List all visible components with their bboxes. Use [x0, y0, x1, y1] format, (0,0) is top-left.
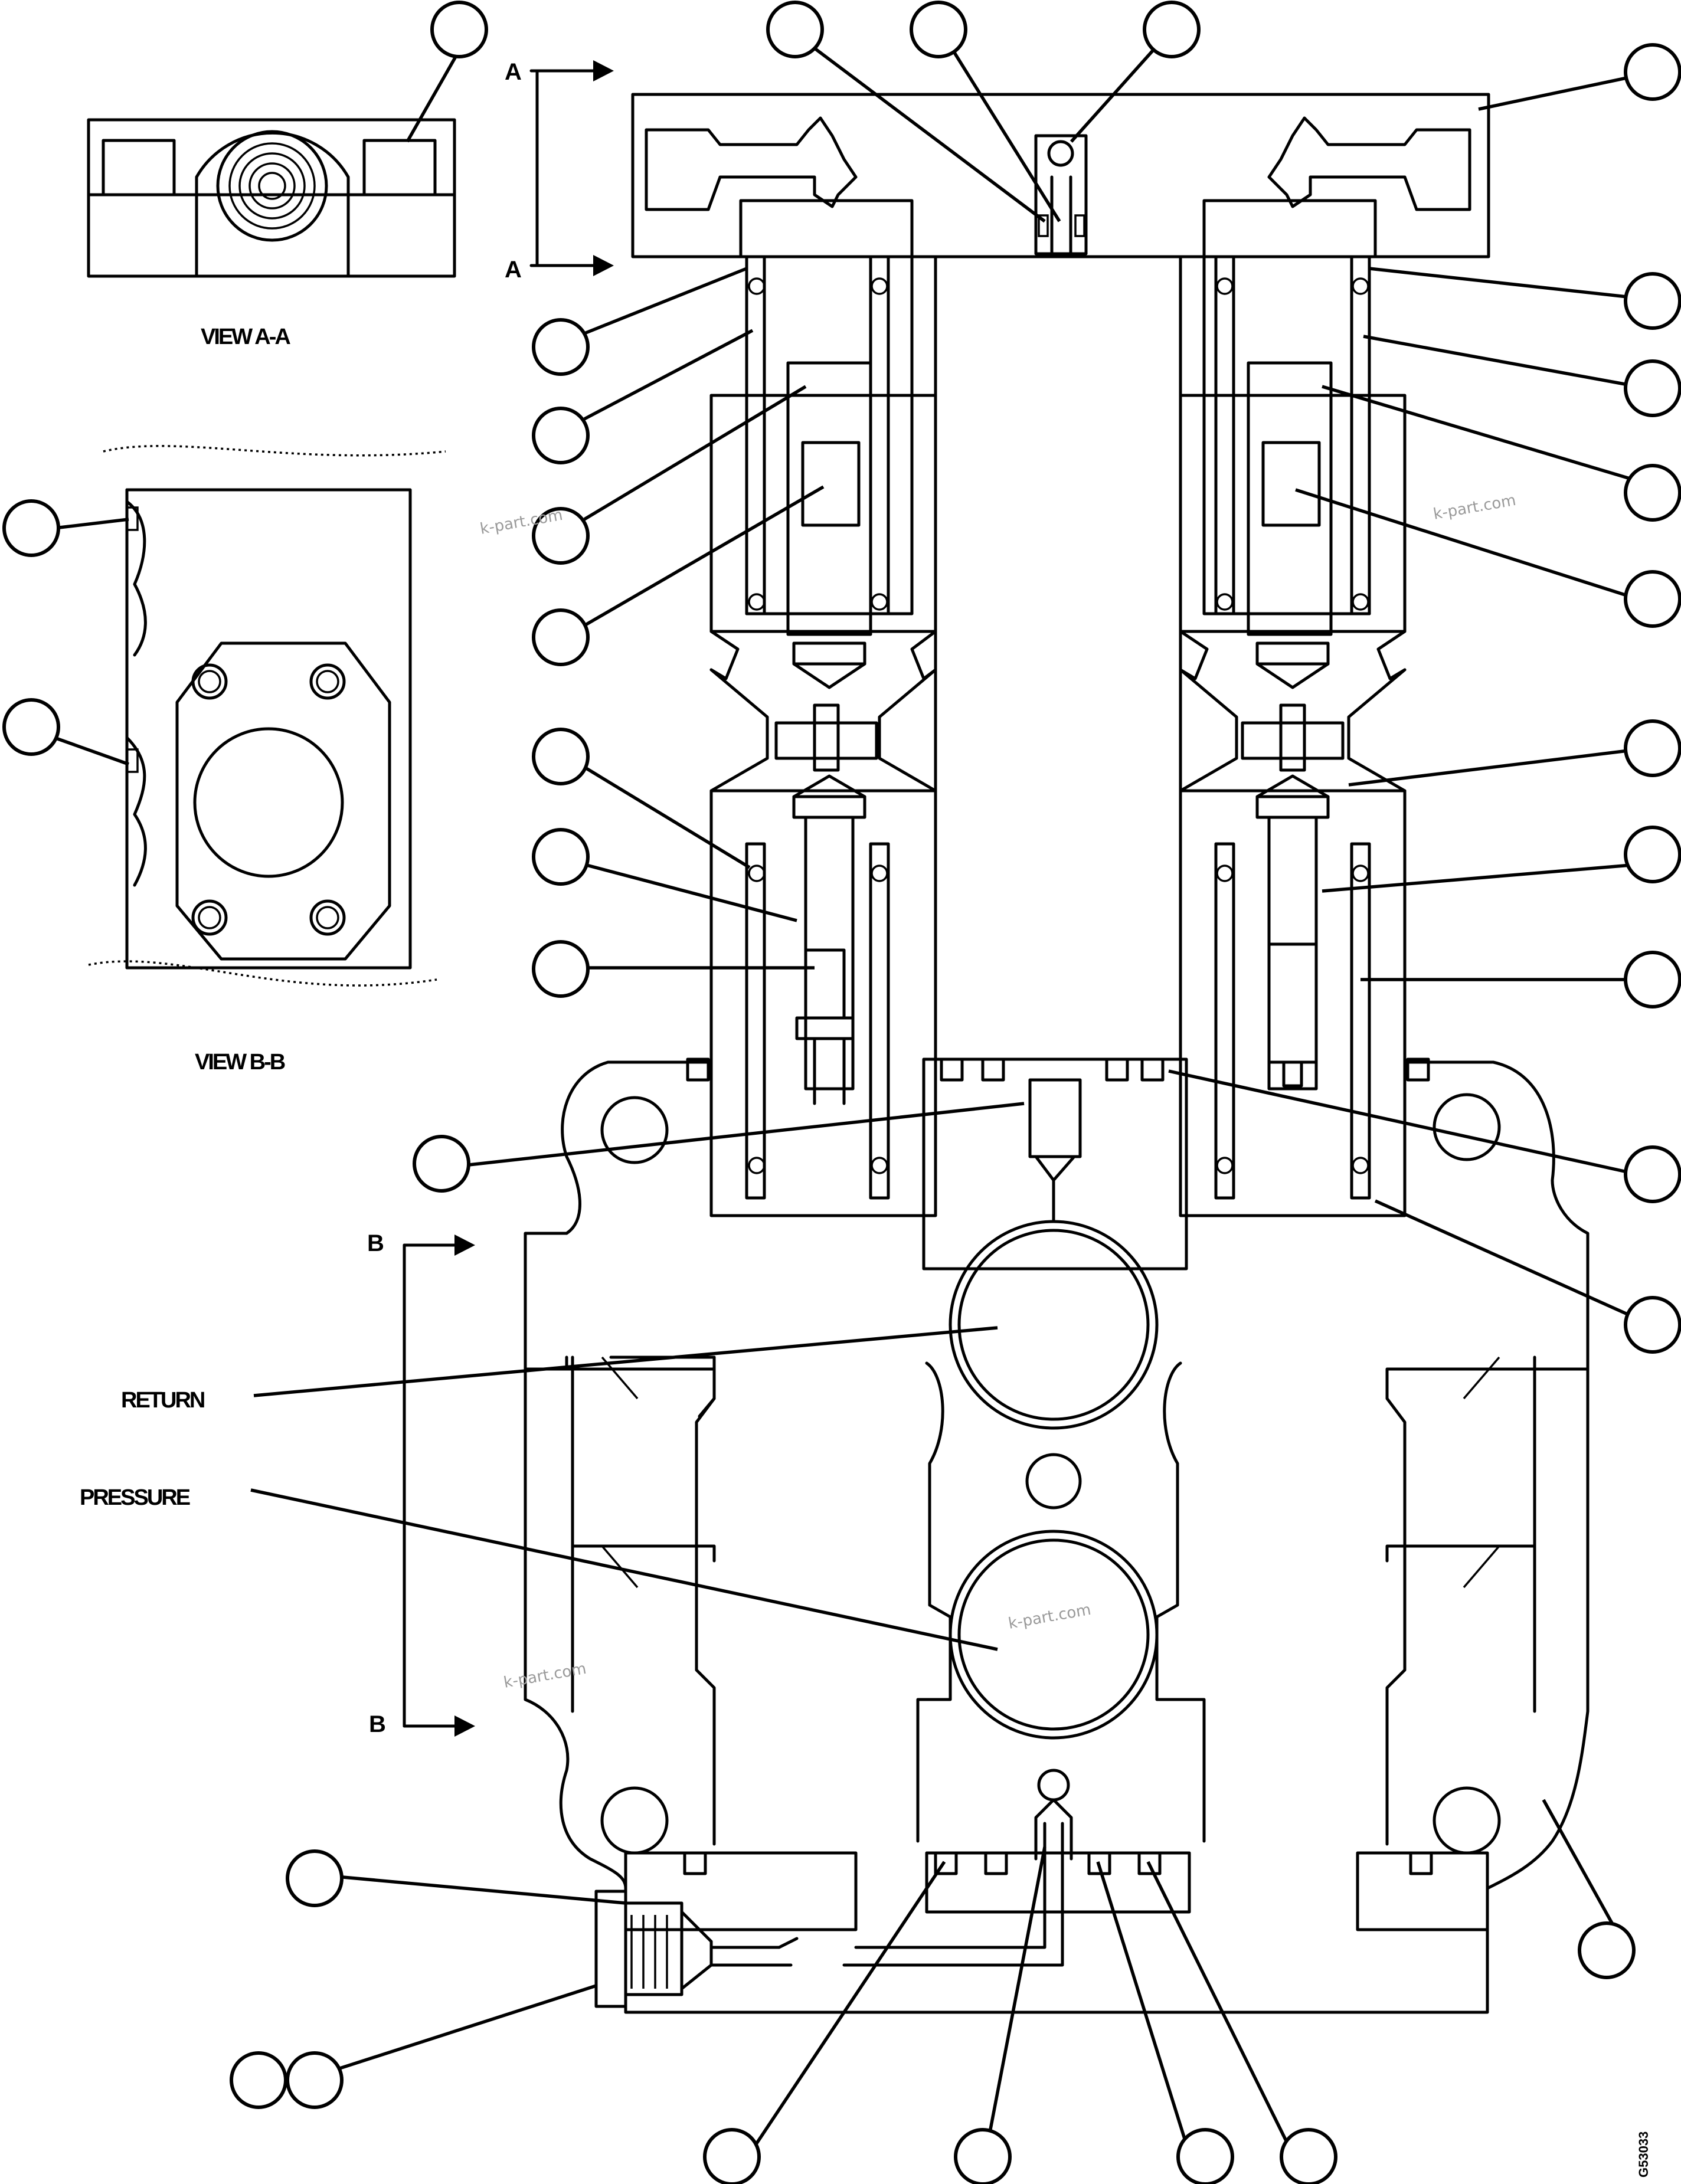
section-b-markers: B B — [367, 1230, 475, 1737]
section-a-markers: A A — [505, 59, 614, 283]
pressure-label: PRESSURE — [80, 1485, 190, 1510]
callout-bottom-left-2 — [230, 2051, 287, 2109]
watermark: k-part.com — [1432, 492, 1518, 523]
callout-right-9 — [1624, 1296, 1681, 1354]
section-b-top-label: B — [367, 1230, 384, 1256]
callout-top-2 — [910, 1, 967, 58]
pressure-leader — [250, 1488, 998, 1651]
callout-right-2 — [1624, 359, 1681, 417]
watermark: k-part.com — [1007, 1601, 1093, 1633]
callout-left-5 — [532, 728, 590, 785]
callout-view-b-1 — [2, 499, 60, 557]
callout-right-6 — [1624, 826, 1681, 883]
return-leader — [253, 1326, 998, 1397]
callout-right-3 — [1624, 464, 1681, 522]
callout-right-5 — [1624, 719, 1681, 777]
view-a-label: VIEW A-A — [201, 325, 290, 349]
callout-right-1 — [1624, 272, 1681, 330]
callout-top-right — [1624, 43, 1681, 101]
callout-right-7 — [1624, 951, 1681, 1008]
return-label: RETURN — [121, 1388, 204, 1413]
callout-view-b-2 — [2, 698, 60, 756]
drawing-code: G53033 — [1636, 2131, 1651, 2178]
callout-bottom-4 — [1280, 2128, 1337, 2184]
callout-left-7 — [532, 940, 590, 998]
callout-right-4 — [1624, 570, 1681, 628]
callout-right-8 — [1624, 1145, 1681, 1203]
callout-bottom-1 — [703, 2128, 761, 2184]
section-a-bottom-label: A — [505, 257, 522, 283]
leader-lines — [54, 44, 1639, 2155]
view-b-b-inset: VIEW B-B — [88, 445, 446, 1075]
callout-left-3 — [532, 507, 590, 565]
callout-left-1 — [532, 318, 590, 376]
callout-bottom-left-3 — [286, 2051, 344, 2109]
watermark: k-part.com — [502, 1660, 588, 1692]
callout-bottom-3 — [1176, 2128, 1234, 2184]
callout-top-3 — [1143, 1, 1201, 58]
callout-bottom-2 — [954, 2128, 1012, 2184]
callout-left-6 — [532, 828, 590, 886]
section-b-bottom-label: B — [369, 1711, 386, 1737]
callout-top-1 — [766, 1, 824, 58]
callout-left-8 — [413, 1135, 470, 1193]
callout-left-4 — [532, 608, 590, 666]
callout-left-2 — [532, 407, 590, 464]
callout-view-a — [430, 1, 488, 58]
callout-bottom-left-1 — [286, 1849, 344, 1907]
view-a-a-inset: VIEW A-A — [87, 118, 456, 349]
section-a-top-label: A — [505, 59, 522, 85]
callout-right-10 — [1578, 1921, 1636, 1979]
valve-body — [524, 93, 1590, 2014]
view-b-label: VIEW B-B — [195, 1050, 285, 1075]
